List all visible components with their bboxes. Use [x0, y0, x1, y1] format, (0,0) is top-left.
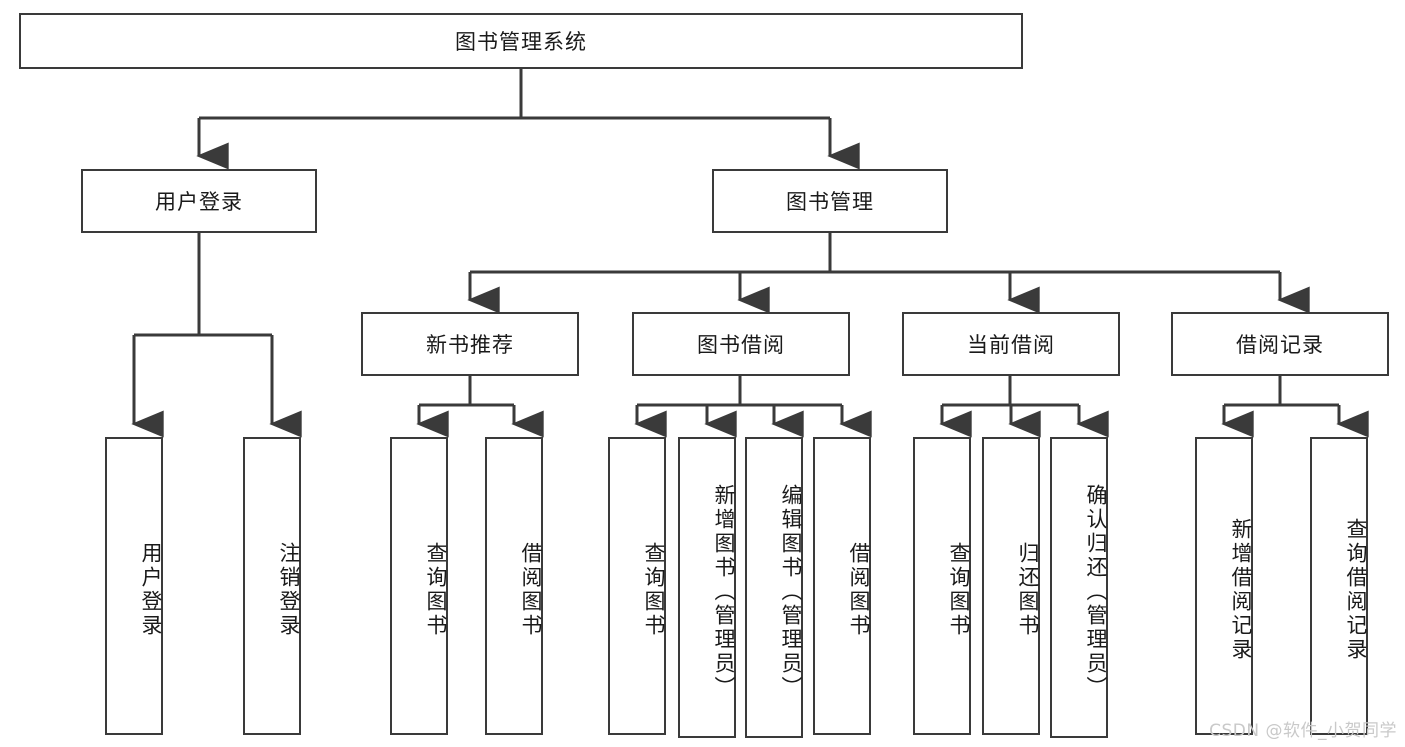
leaf-recommend-query-book-label: 查询图书	[424, 542, 448, 638]
node-current-borrow-label: 当前借阅	[967, 333, 1055, 357]
node-book-management[interactable]: 图书管理	[712, 169, 948, 233]
leaf-borrow-add-book-admin-label: 新增图书（管理员）	[712, 483, 736, 700]
node-new-book-recommend[interactable]: 新书推荐	[361, 312, 579, 376]
leaf-current-confirm-return-admin-label: 确认归还（管理员）	[1084, 483, 1108, 700]
leaf-borrow-edit-book-admin-label: 编辑图书（管理员）	[779, 483, 803, 700]
node-root-system[interactable]: 图书管理系统	[19, 13, 1023, 69]
leaf-recommend-borrow-book-label: 借阅图书	[519, 542, 543, 638]
leaf-user-login-login[interactable]: 用户登录	[105, 437, 163, 735]
leaf-borrow-add-book-admin[interactable]: 新增图书（管理员）	[678, 437, 736, 738]
leaf-user-login-login-label: 用户登录	[139, 542, 163, 638]
leaf-current-confirm-return-admin[interactable]: 确认归还（管理员）	[1050, 437, 1108, 738]
leaf-record-add-record-label: 新增借阅记录	[1229, 518, 1253, 662]
leaf-borrow-query-book-label: 查询图书	[642, 542, 666, 638]
leaf-current-query-book[interactable]: 查询图书	[913, 437, 971, 735]
node-borrow-record[interactable]: 借阅记录	[1171, 312, 1389, 376]
leaf-current-return-book[interactable]: 归还图书	[982, 437, 1040, 735]
leaf-recommend-query-book[interactable]: 查询图书	[390, 437, 448, 735]
node-book-borrow-label: 图书借阅	[697, 333, 785, 357]
leaf-record-query-record[interactable]: 查询借阅记录	[1310, 437, 1368, 735]
leaf-borrow-borrow-book-label: 借阅图书	[847, 542, 871, 638]
node-new-book-recommend-label: 新书推荐	[426, 333, 514, 357]
node-current-borrow[interactable]: 当前借阅	[902, 312, 1120, 376]
node-user-login[interactable]: 用户登录	[81, 169, 317, 233]
node-book-management-label: 图书管理	[786, 190, 874, 214]
leaf-borrow-query-book[interactable]: 查询图书	[608, 437, 666, 735]
node-user-login-label: 用户登录	[155, 190, 243, 214]
node-borrow-record-label: 借阅记录	[1236, 333, 1324, 357]
leaf-borrow-edit-book-admin[interactable]: 编辑图书（管理员）	[745, 437, 803, 738]
leaf-record-add-record[interactable]: 新增借阅记录	[1195, 437, 1253, 735]
leaf-current-query-book-label: 查询图书	[947, 542, 971, 638]
leaf-record-query-record-label: 查询借阅记录	[1344, 518, 1368, 662]
leaf-borrow-borrow-book[interactable]: 借阅图书	[813, 437, 871, 735]
leaf-user-login-logout[interactable]: 注销登录	[243, 437, 301, 735]
leaf-recommend-borrow-book[interactable]: 借阅图书	[485, 437, 543, 735]
node-book-borrow[interactable]: 图书借阅	[632, 312, 850, 376]
leaf-user-login-logout-label: 注销登录	[277, 542, 301, 638]
leaf-current-return-book-label: 归还图书	[1016, 542, 1040, 638]
node-root-system-label: 图书管理系统	[455, 30, 587, 54]
csdn-watermark: CSDN @软件_小贺同学	[1209, 721, 1397, 741]
